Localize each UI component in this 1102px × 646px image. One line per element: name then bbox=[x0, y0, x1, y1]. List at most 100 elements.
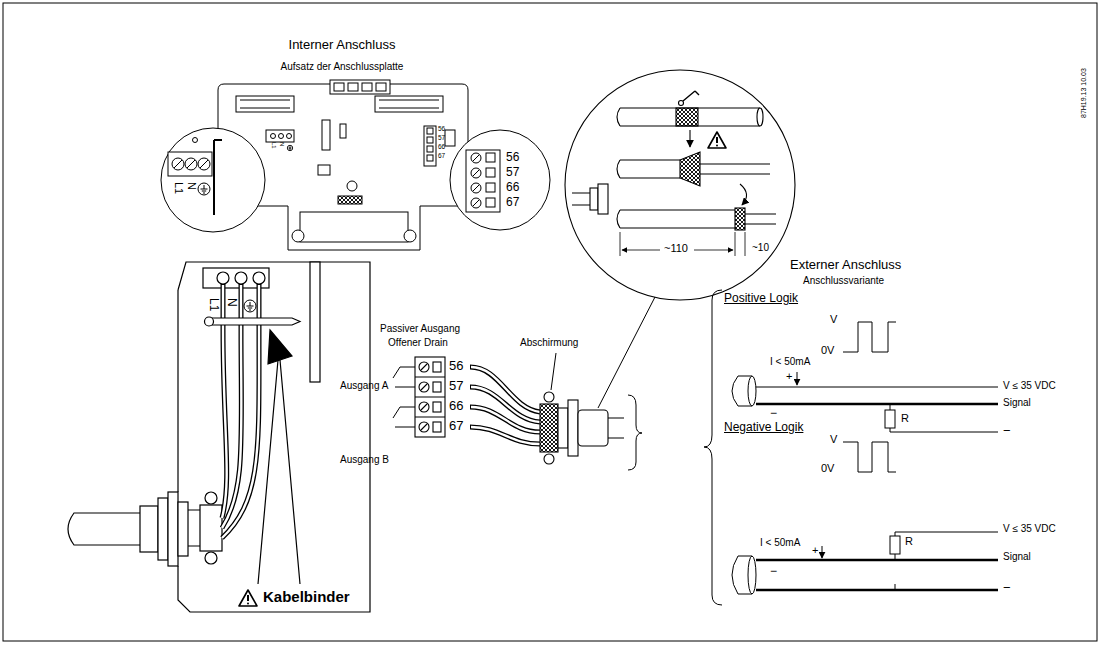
housing bbox=[177, 290, 178, 492]
cable bbox=[188, 510, 200, 546]
earth-symbol bbox=[287, 145, 292, 150]
supply-label: V ≤ 35 VDC bbox=[1003, 524, 1056, 534]
section-subheading: Anschlussvariante bbox=[803, 276, 884, 286]
terminal-block bbox=[433, 422, 441, 432]
connection-board bbox=[340, 124, 346, 138]
current-limit: I < 50mA bbox=[770, 357, 810, 367]
signal-level: 0V bbox=[821, 463, 834, 474]
circuit bbox=[895, 584, 896, 590]
resistor-label: R bbox=[905, 536, 913, 547]
connection-board bbox=[271, 134, 276, 139]
detail-circle bbox=[174, 160, 208, 168]
warning-icon bbox=[247, 603, 249, 605]
leader-line bbox=[551, 297, 655, 408]
detail-circle bbox=[486, 168, 495, 177]
wire bbox=[470, 367, 540, 444]
detail-circle bbox=[689, 130, 690, 147]
switch-symbol bbox=[393, 407, 415, 427]
housing bbox=[178, 262, 370, 612]
connection-board bbox=[279, 134, 284, 139]
detail-circle bbox=[486, 183, 495, 192]
housing bbox=[235, 272, 247, 284]
connection-board bbox=[330, 80, 390, 94]
warning-icon bbox=[716, 145, 718, 147]
terminal-number: 67 bbox=[438, 153, 445, 160]
detail-circle bbox=[620, 160, 680, 178]
connection-board bbox=[322, 120, 330, 150]
circuit bbox=[732, 372, 998, 594]
pulse-waveform bbox=[843, 322, 896, 352]
connection-board bbox=[236, 96, 294, 112]
cable bbox=[168, 492, 178, 566]
detail-circle bbox=[617, 210, 620, 228]
circuit bbox=[756, 559, 998, 562]
terminal-label: L1 bbox=[208, 298, 220, 311]
connection-board bbox=[379, 100, 439, 108]
signal-name: Signal bbox=[1003, 552, 1031, 562]
earth-symbol bbox=[247, 302, 254, 310]
signal-level: V bbox=[830, 434, 837, 445]
terminal-label: L1 bbox=[173, 182, 184, 194]
connection-board bbox=[427, 155, 433, 161]
connection-board bbox=[347, 181, 357, 191]
connection-board bbox=[240, 100, 290, 108]
section-subheading: Aufsatz der Anschlussplatte bbox=[281, 62, 404, 72]
terminal-block bbox=[415, 357, 445, 437]
cable-gland bbox=[544, 392, 554, 402]
terminal-label: N bbox=[186, 182, 197, 190]
cable bbox=[68, 492, 222, 566]
cable bbox=[205, 492, 217, 504]
detail-circle bbox=[617, 108, 620, 126]
earth-symbol bbox=[288, 146, 291, 150]
connection-board bbox=[376, 83, 386, 91]
cable-gland bbox=[540, 404, 558, 452]
current-limit: I < 50mA bbox=[760, 538, 800, 548]
connection-board bbox=[292, 230, 304, 242]
detail-circle bbox=[700, 164, 770, 174]
cable bbox=[140, 506, 158, 552]
terminal-block bbox=[433, 402, 441, 412]
resistor-label: R bbox=[901, 413, 909, 424]
detail-circle bbox=[450, 130, 550, 230]
callout-label: Kabelbinder bbox=[263, 589, 350, 604]
housing bbox=[253, 272, 265, 284]
terminal-number: 57 bbox=[506, 166, 519, 178]
connection-board bbox=[318, 165, 330, 175]
leader-line bbox=[598, 297, 655, 408]
detail-circle bbox=[740, 184, 747, 205]
housing bbox=[178, 262, 370, 612]
terminal-block bbox=[415, 377, 445, 417]
circuit bbox=[748, 556, 756, 594]
earth-symbol bbox=[201, 185, 208, 193]
connection-board bbox=[427, 128, 433, 134]
circuit bbox=[890, 536, 900, 554]
connection-board bbox=[362, 83, 372, 91]
detail-circle bbox=[676, 108, 698, 126]
callout-label: Abschirmung bbox=[520, 338, 578, 348]
connection-board bbox=[266, 130, 294, 142]
detail-circle bbox=[168, 152, 212, 176]
leader-line bbox=[551, 353, 556, 390]
dimension: ~110 bbox=[664, 243, 688, 254]
polarity-sign: + bbox=[812, 545, 818, 556]
terminal-number: 67 bbox=[449, 419, 463, 432]
signal-name: Signal bbox=[1003, 398, 1031, 408]
pulse-waveform bbox=[843, 442, 896, 472]
terminal-block bbox=[433, 362, 441, 372]
pointer bbox=[258, 330, 300, 584]
wire bbox=[471, 427, 540, 444]
circuit bbox=[822, 546, 823, 558]
detail-circle bbox=[622, 250, 660, 251]
warning-icon bbox=[239, 590, 257, 606]
detail-circle bbox=[450, 130, 550, 230]
dimension: ~10 bbox=[752, 243, 769, 253]
terminal-number: 66 bbox=[506, 181, 519, 193]
cable-gland bbox=[544, 454, 554, 464]
detail-circle bbox=[617, 160, 620, 178]
detail-circle bbox=[565, 70, 795, 300]
circuit bbox=[756, 589, 998, 592]
terminal-block bbox=[433, 382, 441, 392]
supply-label: V ≤ 35 VDC bbox=[1003, 381, 1056, 391]
terminal-number: 57 bbox=[438, 135, 445, 142]
